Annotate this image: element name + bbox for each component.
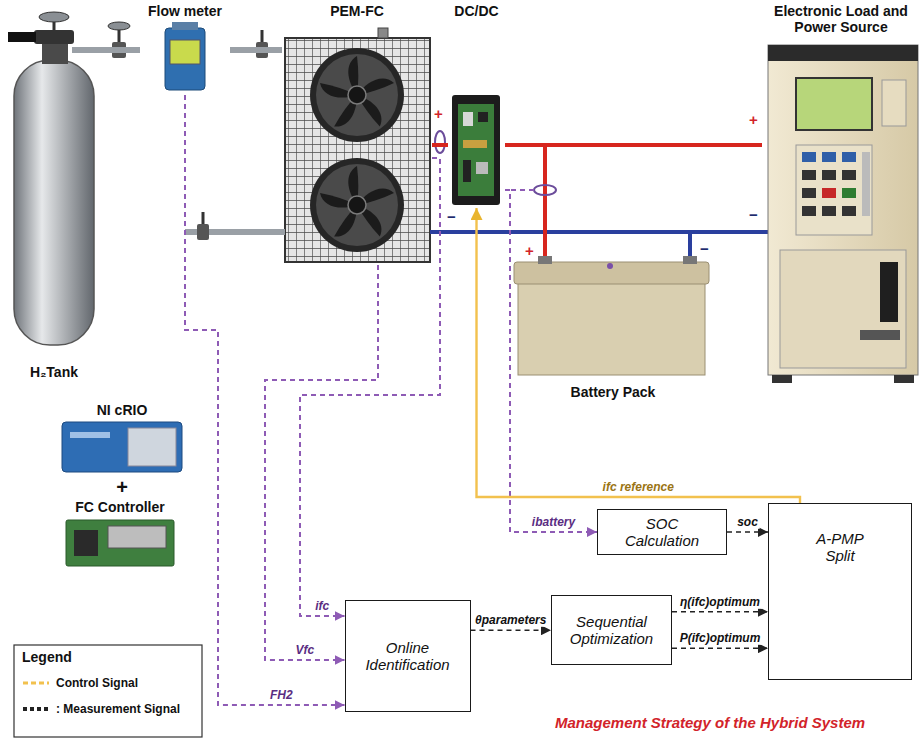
signal-line: [672, 647, 768, 649]
control-signal-sample: [22, 678, 50, 688]
electronic-load: Electronic Load and Power Source: [762, 3, 920, 388]
polarity-sign: −: [749, 207, 758, 224]
battery-pack: Battery Pack: [518, 250, 708, 400]
signal-label: Vfc: [293, 644, 316, 657]
node-label: Battery Pack: [571, 384, 656, 400]
node-label: A-PMP Split: [805, 530, 875, 565]
signal-label: P(ifc)optimum: [678, 632, 763, 645]
node-label: Sequential Optimization: [559, 613, 664, 648]
process-box: Online Identification: [345, 600, 471, 712]
flow-meter: Flow meter: [140, 3, 230, 95]
process-box: SOC Calculation: [597, 509, 727, 556]
plus-sign: +: [116, 476, 128, 498]
process-box: A-PMP Split: [768, 503, 912, 680]
node-label: DC/DC: [454, 3, 498, 19]
signal-line: [471, 629, 552, 631]
polarity-sign: +: [749, 112, 758, 129]
power-wire: [432, 143, 448, 147]
legend-row: Control Signal: [22, 676, 138, 690]
signal-label: FH2: [268, 689, 295, 702]
measurement-signal-sample: [22, 704, 50, 714]
signal-label: ifc reference: [601, 481, 676, 494]
legend-text: : Measurement Signal: [56, 702, 180, 716]
node-label: PEM-FC: [330, 3, 384, 19]
hydrogen-tank: H₂Tank: [8, 3, 100, 380]
measurement-signal: [300, 158, 440, 616]
legend-text: Control Signal: [56, 676, 138, 690]
legend-row: : Measurement Signal: [22, 702, 180, 716]
node-label: Flow meter: [148, 3, 222, 19]
node-label: Online Identification: [353, 639, 463, 674]
dc-dc-converter: DC/DC: [448, 3, 505, 208]
power-wire: [505, 143, 762, 147]
node-label: Electronic Load and Power Source: [766, 3, 916, 35]
polarity-sign: +: [434, 106, 443, 123]
signal-label: soc: [735, 516, 760, 529]
signal-label: ifc: [313, 600, 331, 613]
polarity-sign: −: [447, 209, 456, 226]
signal-label: η(ifc)optimum: [678, 596, 762, 609]
figure-caption: Management Strategy of the Hybrid System: [555, 714, 865, 731]
process-box: Sequential Optimization: [551, 595, 672, 665]
legend-title: Legend: [22, 650, 72, 665]
device-label: FC Controller: [75, 500, 164, 515]
gas-pipe: [100, 47, 140, 53]
signal-label: θparameters: [473, 614, 548, 627]
control-signal: [477, 208, 801, 503]
polarity-sign: +: [525, 243, 534, 260]
node-label: SOC Calculation: [612, 515, 712, 550]
signal-line: [672, 611, 768, 613]
device-label: NI cRIO: [97, 403, 148, 418]
signal-line: [727, 531, 768, 533]
fuel-cell-stack: PEM-FC: [282, 3, 432, 265]
measurement-signal: [505, 190, 597, 532]
gas-pipe: [230, 47, 282, 53]
polarity-sign: −: [700, 241, 709, 258]
node-label: H₂Tank: [30, 364, 78, 380]
signal-label: ibattery: [530, 516, 577, 529]
